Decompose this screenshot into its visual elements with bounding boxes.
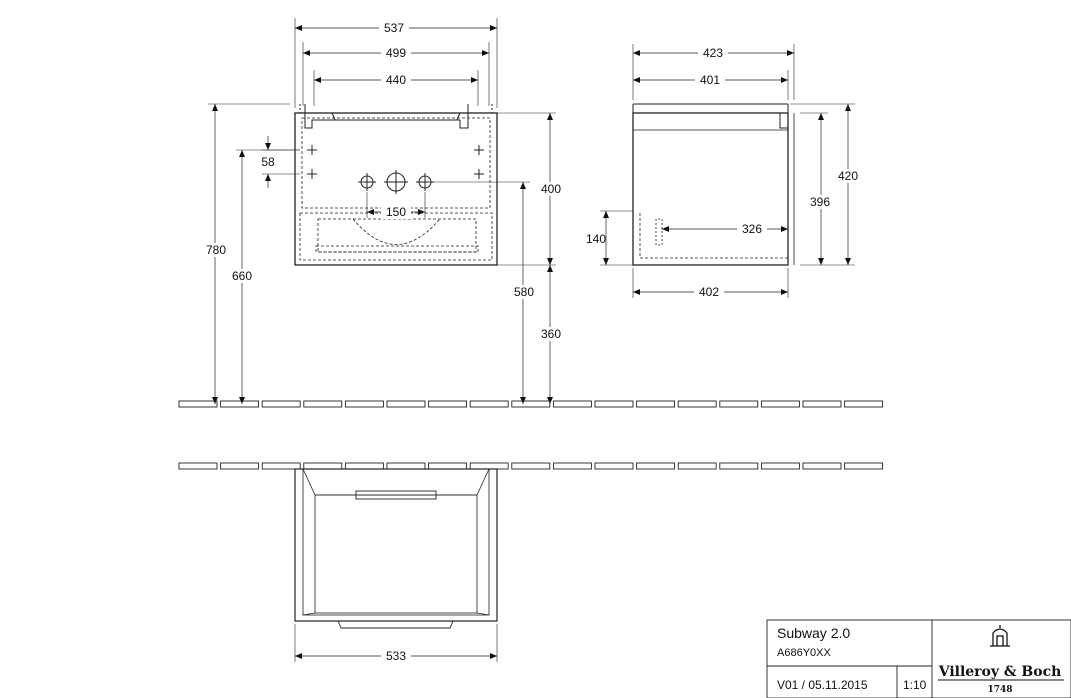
dim-537: 537	[384, 21, 404, 35]
tile-segment	[261, 400, 301, 408]
tile-segment	[552, 400, 592, 408]
dim-780: 780	[206, 243, 226, 257]
tile-segment	[386, 400, 426, 408]
tile-segment	[303, 462, 343, 470]
dim-660: 660	[232, 269, 252, 283]
tile-segment	[760, 400, 800, 408]
tile-segment	[677, 462, 717, 470]
tile-segment	[594, 462, 634, 470]
tile-segment	[844, 462, 884, 470]
version-date: V01 / 05.11.2015	[777, 678, 868, 692]
villeroy-boch-logo: Villeroy & Boch 1748	[938, 625, 1064, 695]
tile-segment	[178, 400, 218, 408]
tile-segment	[677, 400, 717, 408]
tile-segment	[719, 400, 759, 408]
title-block-text: Subway 2.0 A686Y0XX V01 / 05.11.2015 1:1…	[777, 625, 927, 692]
tile-segment	[469, 462, 509, 470]
dim-402: 402	[699, 285, 719, 299]
tile-segment	[428, 400, 468, 408]
logo-year: 1748	[987, 685, 1012, 695]
dim-440: 440	[386, 73, 406, 87]
tile-segment	[469, 400, 509, 408]
tile-segment	[719, 462, 759, 470]
product-code: A686Y0XX	[777, 647, 831, 659]
dim-140: 140	[586, 232, 606, 246]
side-view	[632, 103, 795, 266]
dim-396: 396	[810, 195, 830, 209]
tile-segment	[844, 400, 884, 408]
tile-segment	[802, 462, 842, 470]
title-block	[766, 619, 1071, 698]
dim-360: 360	[541, 327, 561, 341]
tile-segment	[552, 462, 592, 470]
dim-326: 326	[742, 222, 762, 236]
dim-420: 420	[838, 169, 858, 183]
dim-533: 533	[386, 649, 406, 663]
dim-499: 499	[386, 46, 406, 60]
dim-423: 423	[703, 46, 723, 60]
floor-tiles	[178, 400, 884, 408]
tile-segment	[594, 400, 634, 408]
tile-segment	[511, 462, 551, 470]
wall-tiles	[178, 462, 884, 470]
dim-401: 401	[700, 73, 720, 87]
tile-segment	[344, 462, 384, 470]
tile-segment	[802, 400, 842, 408]
castle-icon	[990, 625, 1010, 647]
tile-segment	[511, 400, 551, 408]
dimension-labels: 537 499 440 58 150 780 660 400 580 360 4…	[201, 21, 864, 663]
tile-segment	[178, 462, 218, 470]
side-dimension-lines	[600, 44, 855, 298]
dim-400: 400	[541, 182, 561, 196]
tile-segment	[428, 462, 468, 470]
front-view	[294, 104, 498, 266]
product-name: Subway 2.0	[777, 625, 850, 641]
tile-segment	[636, 400, 676, 408]
plan-view	[294, 468, 498, 629]
tile-segment	[344, 400, 384, 408]
tile-segment	[303, 400, 343, 408]
logo-brand: Villeroy & Boch	[938, 664, 1062, 680]
dim-58: 58	[261, 155, 275, 169]
tile-segment	[261, 462, 301, 470]
dim-150: 150	[386, 205, 406, 219]
tile-segment	[220, 400, 260, 408]
scale: 1:10	[903, 678, 927, 692]
dim-580: 580	[514, 285, 534, 299]
tile-segment	[220, 462, 260, 470]
tile-segment	[636, 462, 676, 470]
tile-segment	[386, 462, 426, 470]
tile-segment	[760, 462, 800, 470]
